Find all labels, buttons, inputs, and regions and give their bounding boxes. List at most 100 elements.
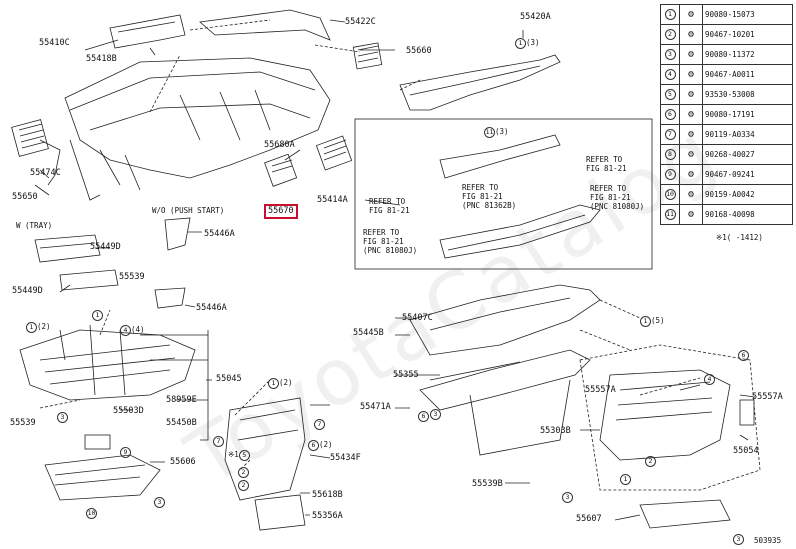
label-55618b: 55618B [312,490,343,500]
legend-part-number[interactable]: 90467-09241 [702,164,793,185]
legend-row[interactable]: 6⚙90080-17191 [660,104,793,125]
callout-6-a: 6 [418,411,429,422]
legend-part-number[interactable]: 90159-A0042 [702,184,793,205]
legend-row[interactable]: 5⚙93530-53008 [660,84,793,105]
label-55422c: 55422C [345,17,376,27]
callout-10-a: 10 [86,508,97,519]
callout-2-b: 2 [238,480,249,491]
fastener-icon: ⚙ [679,64,703,85]
legend-row[interactable]: 3⚙90080-11372 [660,44,793,65]
legend-row[interactable]: 4⚙90467-A0011 [660,64,793,85]
diagram-id: 503935 [754,536,782,545]
fastener-icon: ⚙ [679,104,703,125]
legend-row[interactable]: 7⚙90119-A0334 [660,124,793,145]
label-55557a-right: 55557A [752,392,783,402]
label-55449d-upper: 55449D [90,242,121,252]
variant-wo-push-start: W/O (PUSH START) [152,206,225,215]
meter-hood [109,14,186,49]
legend-part-number[interactable]: 90467-A0011 [702,64,793,85]
legend-row[interactable]: 9⚙90467-09241 [660,164,793,185]
refer-note-3[interactable]: REFER TO FIG 81-21 (PNC 81080J) [590,184,645,211]
garnish-bar-right [399,54,561,111]
glove-box-55303b [599,369,731,461]
legend-row[interactable]: 11⚙90168-40098 [660,204,793,225]
label-55446a-lower: 55446A [196,303,227,313]
label-55410c: 55410C [39,38,70,48]
legend-part-number[interactable]: 90168-40098 [702,204,793,225]
fastener-icon: ⚙ [679,204,703,225]
label-55680a: 55680A [264,140,295,150]
callout-2-a: 2 [238,467,249,478]
callout-6-b: 6 [738,350,749,361]
variant-w-tray: W (TRAY) [16,221,53,230]
fastener-icon: ⚙ [679,84,703,105]
legend-footnote: ※1( -1412) [716,233,763,242]
callout-3-b: 3 [154,497,165,508]
legend-part-number[interactable]: 90080-17191 [702,104,793,125]
bracket-55446a [164,217,191,251]
fastener-icon: ⚙ [679,164,703,185]
label-55356a: 55356A [312,511,343,521]
legend-key: 9 [664,169,676,180]
legend-row[interactable]: 1⚙90080-15073 [660,4,793,25]
label-55539-lower: 55539 [10,418,36,428]
label-55414a: 55414A [317,195,348,205]
legend-key: 6 [664,109,676,120]
legend-key: 10 [664,189,676,200]
callout-1-b: 1 [620,474,631,485]
legend-part-number[interactable]: 90467-10201 [702,24,793,45]
label-55054: 55054 [733,446,759,456]
callout-7-a: 7 [213,436,224,447]
legend-part-number[interactable]: 90119-A0334 [702,124,793,145]
label-55045: 55045 [216,374,242,384]
label-55503d: 55503D [113,406,144,416]
callout-7-b: 7 [314,419,325,430]
legend-row[interactable]: 2⚙90467-10201 [660,24,793,45]
refer-note-1[interactable]: REFER TO FIG 81-21 [586,155,627,173]
legend-row[interactable]: 8⚙90268-40027 [660,144,793,165]
legend-key: 1 [664,9,676,20]
fastener-icon: ⚙ [679,44,703,65]
legend-key: 7 [664,129,676,140]
legend-key: 11 [664,209,676,220]
right-vent [352,42,383,70]
callout-2-c: 2 [645,456,656,467]
label-55445b: 55445B [353,328,384,338]
refer-note-5[interactable]: REFER TO FIG 81-21 (PNC 81080J) [363,228,418,255]
label-55450b: 55450B [166,418,197,428]
fastener-icon: ⚙ [679,124,703,145]
label-55355: 55355 [393,370,419,380]
legend-part-number[interactable]: 90080-11372 [702,44,793,65]
left-vent [11,119,49,157]
label-55303b: 55303B [540,426,571,436]
legend-row[interactable]: 10⚙90159-A0042 [660,184,793,205]
label-55471a: 55471A [360,402,391,412]
refer-note-4[interactable]: REFER TO FIG 81-21 [369,197,410,215]
legend-key: 3 [664,49,676,60]
fastener-icon: ⚙ [679,144,703,165]
label-55660: 55660 [406,46,432,56]
panel-55606 [44,454,161,501]
refer-note-2[interactable]: REFER TO FIG 81-21 (PNC 81362B) [462,183,517,210]
label-55670-highlighted[interactable]: 55670 [264,204,298,219]
lower-cover-55045 [19,329,196,401]
label-55539-upper: 55539 [119,272,145,282]
legend-part-number[interactable]: 93530-53008 [702,84,793,105]
label-55474c: 55474C [30,168,61,178]
legend-part-number[interactable]: 90080-15073 [702,4,793,25]
legend-part-number[interactable]: 90268-40027 [702,144,793,165]
callout-3-a: 3 [57,412,68,423]
fastener-icon: ⚙ [679,24,703,45]
callout-1-2-left: 1(2) [26,322,51,333]
top-garnish [199,9,331,41]
callout-9-a: 9 [120,447,131,458]
legend-key: 8 [664,149,676,160]
label-58959e: 58959E [166,395,197,405]
tray-55449d [34,234,101,263]
bottom-panel-55607 [639,499,731,529]
callout-1-5: 1(5) [640,316,665,327]
